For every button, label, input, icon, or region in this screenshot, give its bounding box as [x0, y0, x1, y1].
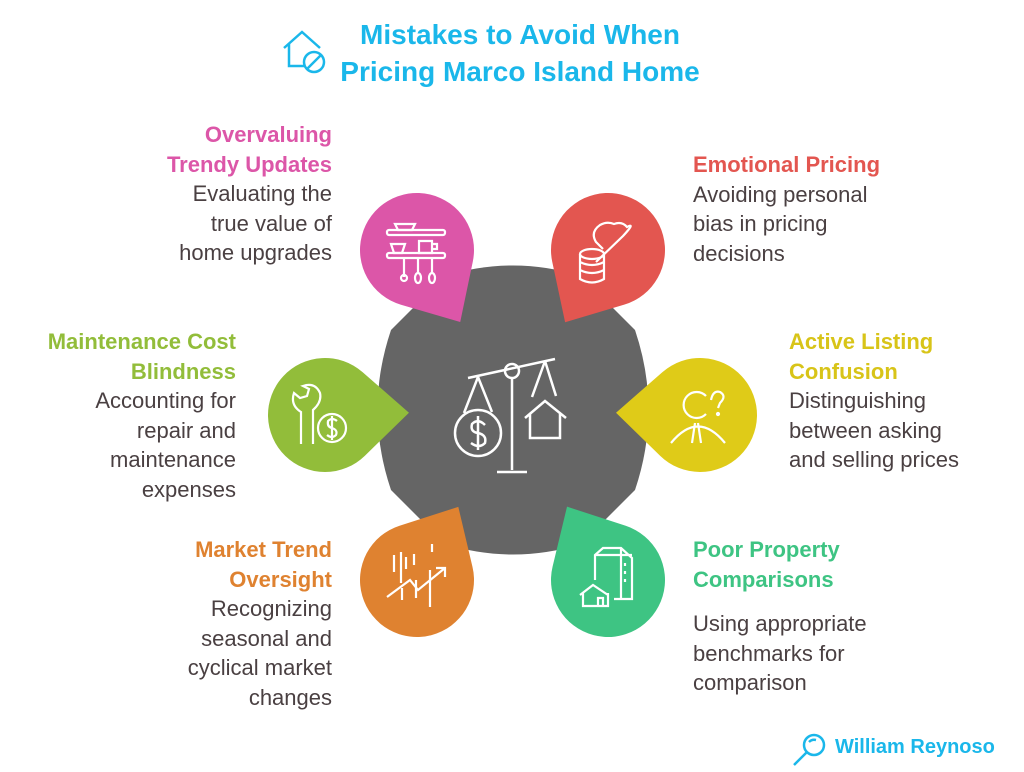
- item-description: between asking: [789, 417, 942, 443]
- item-heading: Blindness: [130, 358, 236, 384]
- author-name: William Reynoso: [835, 736, 995, 758]
- petal-buildings: [551, 506, 665, 637]
- person-question-icon: [670, 390, 726, 444]
- item-description: Recognizing: [210, 596, 332, 621]
- petal-chart-trend: [360, 506, 474, 638]
- kitchen-shelf-icon: [385, 222, 447, 285]
- item-description: true value of: [210, 210, 332, 236]
- page-title: Mistakes to Avoid When Pricing Marco Isl…: [330, 16, 710, 90]
- buildings-icon: [579, 546, 634, 608]
- item-description: benchmarks for: [693, 640, 845, 666]
- item-description: and selling prices: [789, 447, 959, 472]
- item-description: bias in pricing: [693, 211, 828, 236]
- item-description: cyclical market: [187, 655, 332, 680]
- item-market-trend-oversight: Market Trend Oversight Recognizing seaso…: [110, 535, 332, 712]
- item-description: Using appropriate: [693, 611, 867, 636]
- house-no-icon: [283, 30, 326, 74]
- item-poor-property-comparisons: Poor Property Comparisons Using appropri…: [693, 535, 933, 698]
- item-description: changes: [248, 684, 332, 710]
- item-description: expenses: [141, 476, 236, 502]
- item-heading: Overvaluing: [204, 122, 332, 147]
- item-description: Evaluating the: [192, 181, 332, 206]
- title-line-2: Pricing Marco Island Home: [340, 56, 700, 87]
- chart-trend-icon: [386, 544, 447, 607]
- item-heading: Comparisons: [693, 566, 834, 592]
- item-description: home upgrades: [179, 240, 332, 265]
- wrench-dollar-icon: [291, 383, 348, 444]
- item-heading: Poor Property: [693, 537, 840, 562]
- item-heading: Confusion: [789, 358, 898, 384]
- item-description: Avoiding personal: [693, 181, 868, 207]
- item-heading: Emotional Pricing: [693, 152, 881, 177]
- coins-heart-icon: [578, 221, 632, 284]
- item-description: seasonal and: [201, 625, 332, 651]
- item-description: decisions: [693, 240, 785, 266]
- title-line-1: Mistakes to Avoid When: [360, 19, 680, 50]
- item-emotional-pricing: Emotional Pricing Avoiding personal bias…: [693, 150, 933, 268]
- petal-person-question: [616, 358, 757, 473]
- item-description: repair and: [136, 417, 236, 443]
- item-overvaluing-trendy-updates: Overvaluing Trendy Updates Evaluating th…: [110, 120, 332, 268]
- item-heading: Market Trend: [195, 537, 332, 562]
- item-description: maintenance: [110, 447, 236, 472]
- item-maintenance-cost-blindness: Maintenance Cost Blindness Accounting fo…: [10, 327, 236, 504]
- item-heading: Active Listing: [789, 329, 934, 354]
- scale-dollar-house-icon: [453, 357, 567, 474]
- item-description: comparison: [693, 670, 807, 695]
- item-heading: Oversight: [229, 566, 332, 592]
- item-description: Distinguishing: [789, 388, 926, 413]
- item-heading: Maintenance Cost: [47, 329, 236, 354]
- item-description: Accounting for: [95, 388, 236, 413]
- petal-coins-heart: [551, 193, 665, 323]
- magnifier-icon: [793, 733, 826, 766]
- item-heading: Trendy Updates: [166, 151, 332, 177]
- item-active-listing-confusion: Active Listing Confusion Distinguishing …: [789, 327, 1019, 475]
- author-credit: William Reynoso: [790, 732, 995, 772]
